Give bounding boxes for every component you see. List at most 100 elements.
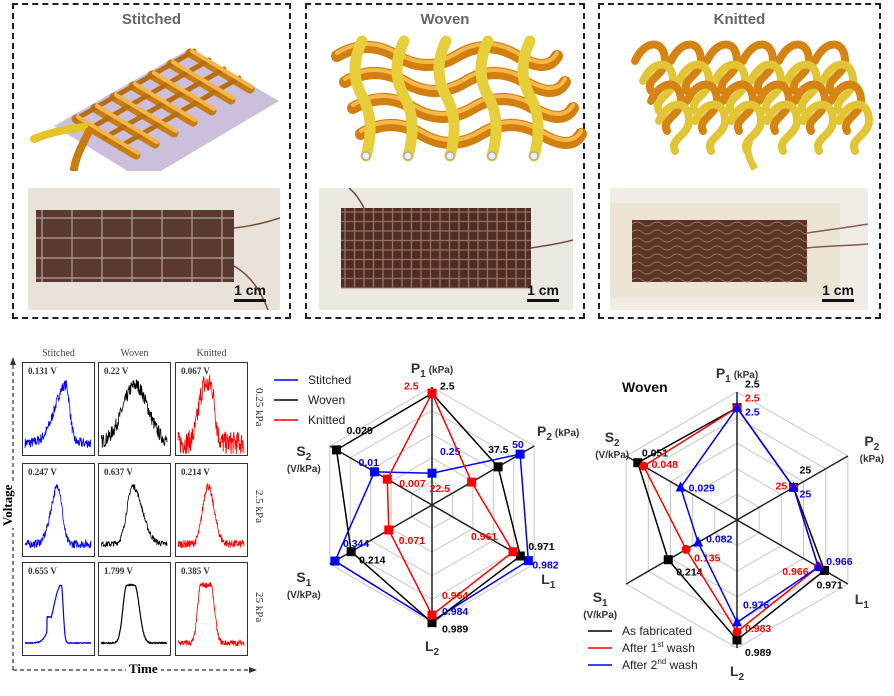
- axis-label: L2: [730, 663, 745, 683]
- data-point-marker: [693, 536, 704, 547]
- data-point-marker: [523, 556, 533, 566]
- axis-spoke: [329, 445, 535, 565]
- data-label: 0.989: [745, 647, 771, 659]
- axis-label: L1: [855, 591, 870, 611]
- signal-panel: 1.799 V: [98, 562, 171, 656]
- data-label: 0.966: [782, 566, 808, 578]
- data-point-marker: [427, 388, 437, 398]
- axis-unit: (V/kPa): [595, 450, 629, 461]
- data-point-marker: [493, 462, 503, 472]
- axis-label: P2: [864, 433, 879, 453]
- peak-voltage-label: 0.637 V: [104, 467, 133, 477]
- data-point-marker: [515, 449, 525, 459]
- voltage-trace: [24, 584, 91, 645]
- signal-column-title: Woven: [120, 348, 149, 359]
- scale-bar-label: 1 cm: [527, 282, 559, 298]
- signal-panel: 0.22 V: [98, 362, 171, 456]
- peak-voltage-label: 0.655 V: [28, 566, 57, 576]
- data-label: 2.5: [745, 407, 760, 419]
- axis-label: S1: [593, 589, 608, 609]
- woven-illustration: [331, 35, 587, 162]
- data-label: 2.5: [745, 393, 760, 405]
- panel-title: Knitted: [713, 11, 766, 28]
- axis-unit: (kPa): [860, 454, 884, 465]
- knitted-photo: 1 cm: [610, 188, 868, 310]
- data-label: 22.5: [430, 483, 451, 495]
- data-label: 0.983: [745, 623, 771, 635]
- legend-entry: As fabricated: [622, 624, 692, 638]
- legend-entry: Woven: [308, 393, 345, 407]
- data-label: 0.029: [347, 425, 373, 437]
- data-point-marker: [515, 551, 525, 561]
- signal-panel: 0.131 V: [22, 362, 95, 456]
- woven-fabric: [341, 188, 573, 289]
- axis-label: S2: [296, 443, 311, 463]
- data-point-marker: [675, 481, 686, 492]
- axis-unit: (V/kPa): [287, 590, 321, 601]
- data-label: 0.966: [826, 556, 852, 568]
- signal-column-title: Stitched: [42, 348, 75, 359]
- voltage-trace: [100, 484, 168, 548]
- legend-entry: Stitched: [308, 373, 351, 387]
- axis-label: L1: [541, 571, 556, 591]
- data-point-marker: [813, 560, 824, 571]
- data-label: 0.25: [440, 446, 461, 458]
- data-label: 0.984: [442, 606, 468, 618]
- peak-voltage-label: 0.247 V: [28, 467, 57, 477]
- radar-chart-comparison: P1(kPa)P2(kPa)L1L2S1(V/kPa)S2(V/kPa)0.25…: [274, 360, 579, 658]
- time-axis-label: Time: [126, 661, 161, 677]
- voltage-trace: [177, 483, 245, 549]
- data-label: 0.082: [706, 533, 732, 545]
- radar-chart-woven-wash: P1(kPa)P2(kPa)L1L2S1(V/kPa)S2(V/kPa)2.52…: [583, 365, 884, 683]
- data-point-marker: [788, 481, 799, 492]
- woven-photo: 1 cm: [319, 188, 573, 310]
- data-label: 50: [512, 439, 524, 451]
- panel-knitted: Knitted 1 cm: [598, 3, 881, 319]
- stitched-photo: 1 cm: [28, 188, 280, 310]
- peak-voltage-label: 0.22 V: [104, 366, 129, 376]
- data-point-marker: [384, 525, 394, 535]
- data-label: 2.5: [440, 380, 455, 392]
- legend-entry: Knitted: [308, 413, 345, 427]
- data-label: 0.048: [652, 459, 678, 471]
- data-point-marker: [732, 627, 742, 637]
- data-label: 0.071: [399, 535, 425, 547]
- chart-title: Woven: [622, 379, 668, 395]
- axis-label: P1(kPa): [716, 365, 758, 385]
- axis-label: P1(kPa): [411, 360, 453, 380]
- signal-panel: 0.637 V: [98, 463, 171, 557]
- data-point-marker: [370, 467, 380, 477]
- data-label: 37.5: [488, 444, 509, 456]
- data-point-marker: [382, 474, 392, 484]
- panel-title: Stitched: [121, 11, 182, 28]
- series-line-1: [642, 406, 820, 633]
- data-label: 25: [800, 464, 812, 476]
- axis-unit: (V/kPa): [583, 610, 617, 621]
- data-point-marker: [332, 445, 342, 455]
- data-point-marker: [346, 547, 356, 557]
- scale-bar: 1 cm: [527, 282, 559, 302]
- peak-voltage-label: 0.385 V: [181, 566, 210, 576]
- signal-panel: 0.385 V: [175, 562, 248, 656]
- knitted-illustration: [631, 40, 874, 171]
- voltage-trace: [24, 380, 92, 449]
- signal-axes: [10, 357, 257, 673]
- data-label: 0.007: [399, 478, 425, 490]
- signal-panel: 0.655 V: [22, 562, 95, 656]
- data-label: 25: [800, 488, 812, 500]
- data-point-marker: [427, 618, 437, 628]
- data-label: 25: [776, 480, 788, 492]
- signal-panel: 0.214 V: [175, 463, 248, 557]
- peak-voltage-label: 1.799 V: [104, 566, 133, 576]
- peak-voltage-label: 0.067 V: [181, 366, 210, 376]
- knitted-fabric: [610, 203, 868, 298]
- data-point-marker: [663, 555, 673, 565]
- panel-title: Woven: [420, 11, 470, 28]
- data-point-marker: [681, 544, 691, 554]
- axis-label: S2: [605, 429, 620, 449]
- voltage-axis-label: Voltage: [0, 482, 16, 528]
- data-label: 0.01: [359, 457, 380, 469]
- data-label: 0.989: [442, 624, 468, 636]
- scale-bar: 1 cm: [234, 282, 266, 302]
- voltage-trace: [100, 379, 168, 448]
